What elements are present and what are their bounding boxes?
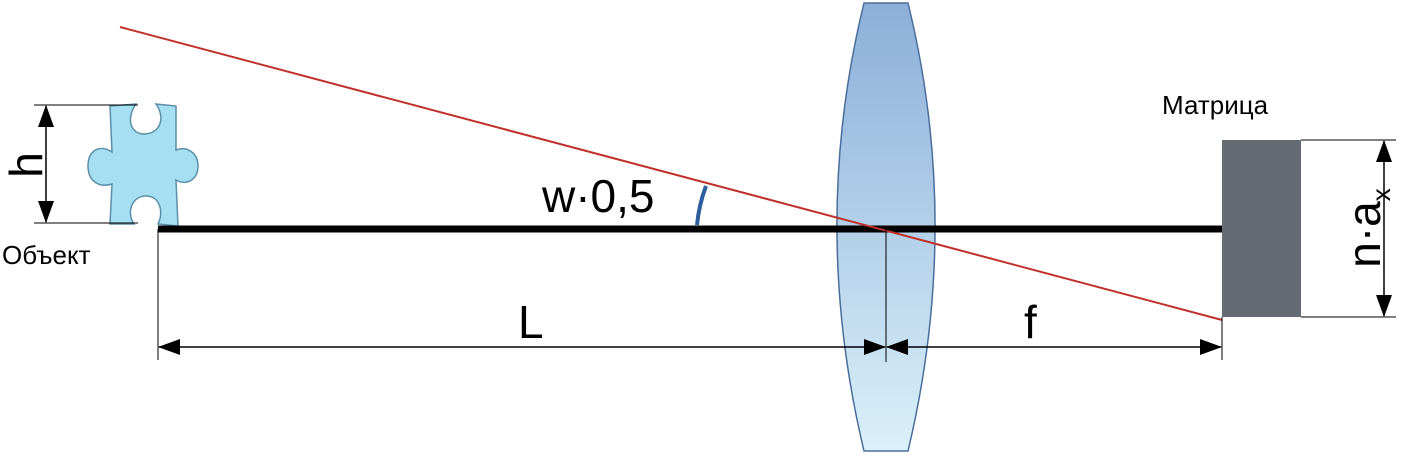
- height-label: h: [0, 152, 52, 178]
- sensor-size-label: n·ax: [1338, 188, 1396, 267]
- focal-label: f: [1024, 296, 1037, 348]
- chief-ray: [119, 26, 1223, 321]
- sensor-matrix: [1222, 140, 1301, 317]
- object-label: Объект: [2, 240, 91, 270]
- distance-label: L: [518, 296, 544, 348]
- matrix-label: Матрица: [1162, 90, 1269, 120]
- object-puzzle-icon: [87, 103, 199, 227]
- half-angle-arc: [695, 185, 708, 226]
- half-angle-label: w·0,5: [541, 170, 654, 222]
- sensor-size-subscript: x: [1366, 188, 1396, 201]
